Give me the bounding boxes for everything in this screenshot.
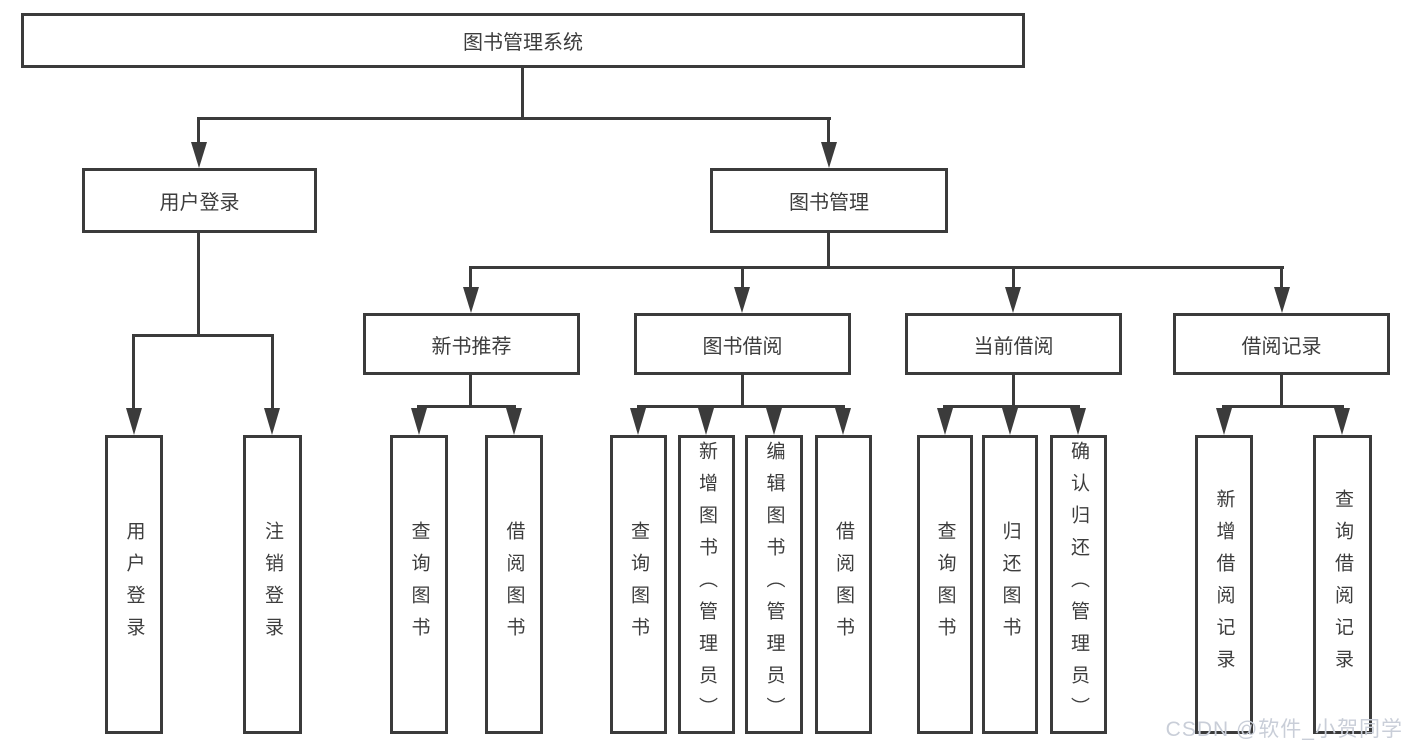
connector-to-borrow-record [1280,266,1283,290]
leaf-confirm-return-admin: 确认归还（管理员） [1050,435,1107,734]
node-borrow-record: 借阅记录 [1173,313,1390,375]
connector-root-stub [521,68,524,120]
arrowhead-to-recommend [463,287,479,313]
connector-mgmt-stub [827,233,830,269]
leaf-borrow-query-book: 查询图书 [610,435,667,734]
connector-to-book-borrow [741,266,744,290]
leaf-add-book-admin-label: 新增图书（管理员） [696,440,717,729]
connector-currentborrow-rail [943,405,1080,408]
leaf-user-login: 用户登录 [105,435,163,734]
arrowhead-bookborrow-query [630,408,646,435]
connector-to-leaf-logout [271,334,274,410]
connector-to-user-login [197,117,200,147]
leaf-recommend-query-book-label: 查询图书 [408,520,430,649]
node-current-borrow-label: 当前借阅 [973,335,1054,358]
arrowhead-to-current-borrow [1005,287,1021,313]
connector-recommend-stub [469,375,472,408]
arrowhead-bookborrow-borrow [835,408,851,435]
arrowhead-bookborrow-add [698,408,714,435]
connector-to-current-borrow [1012,266,1015,290]
connector-root-rail [197,117,831,120]
leaf-borrow-query-book-label: 查询图书 [628,520,649,649]
arrowhead-bookborrow-edit [766,408,782,435]
connector-bookborrow-stub [741,375,744,408]
arrowhead-to-book-borrow [734,287,750,313]
arrowhead-recommend-query [411,408,427,435]
arrowhead-to-user-login [191,142,207,168]
connector-login-stub [197,233,200,337]
arrowhead-to-book-management [821,142,837,168]
leaf-logout-label: 注销登录 [262,520,283,649]
node-book-management: 图书管理 [710,168,948,233]
arrowhead-to-borrow-record [1274,287,1290,313]
arrowhead-recommend-borrow [506,408,522,435]
leaf-return-book-label: 归还图书 [999,520,1021,649]
root-node: 图书管理系统 [21,13,1025,68]
leaf-add-borrow-record: 新增借阅记录 [1195,435,1253,734]
connector-to-leaf-user-login [132,334,135,410]
leaf-user-login-label: 用户登录 [123,520,145,649]
arrowhead-record-query [1334,408,1350,435]
leaf-borrow-book: 借阅图书 [815,435,872,734]
arrowhead-record-add [1216,408,1232,435]
root-node-label: 图书管理系统 [463,32,583,54]
node-book-borrow: 图书借阅 [634,313,851,375]
node-book-borrow-label: 图书借阅 [702,335,783,358]
leaf-edit-book-admin: 编辑图书（管理员） [745,435,803,734]
leaf-current-query-book: 查询图书 [917,435,973,734]
node-borrow-record-label: 借阅记录 [1241,335,1322,358]
leaf-return-book: 归还图书 [982,435,1038,734]
node-book-management-label: 图书管理 [789,192,869,214]
connector-bookborrow-rail [637,405,845,408]
leaf-logout: 注销登录 [243,435,302,734]
connector-to-book-management [827,117,830,147]
connector-login-rail [132,334,274,337]
leaf-add-borrow-record-label: 新增借阅记录 [1213,488,1235,681]
leaf-recommend-borrow-book-label: 借阅图书 [503,520,525,649]
leaf-add-book-admin: 新增图书（管理员） [678,435,735,734]
leaf-current-query-book-label: 查询图书 [934,520,956,649]
leaf-edit-book-admin-label: 编辑图书（管理员） [763,440,785,729]
leaf-borrow-book-label: 借阅图书 [833,520,854,649]
connector-record-stub [1280,375,1283,408]
node-new-book-recommend: 新书推荐 [363,313,580,375]
connector-mgmt-rail [469,266,1284,269]
node-user-login-label: 用户登录 [159,192,240,214]
arrowhead-current-confirm [1070,408,1086,435]
leaf-recommend-borrow-book: 借阅图书 [485,435,543,734]
arrowhead-leaf-logout [264,408,280,435]
leaf-query-borrow-record-label: 查询借阅记录 [1332,488,1353,681]
leaf-query-borrow-record: 查询借阅记录 [1313,435,1372,734]
arrowhead-leaf-user-login [126,408,142,435]
connector-recommend-rail [417,405,516,408]
connector-currentborrow-stub [1012,375,1015,408]
connector-record-rail [1222,405,1344,408]
arrowhead-current-query [937,408,953,435]
node-new-book-recommend-label: 新书推荐 [431,335,512,358]
arrowhead-current-return [1002,408,1018,435]
leaf-confirm-return-admin-label: 确认归还（管理员） [1068,440,1089,729]
csdn-watermark: CSDN @软件_小贺同学 [1165,718,1403,741]
connector-to-recommend [469,266,472,290]
node-user-login: 用户登录 [82,168,317,233]
node-current-borrow: 当前借阅 [905,313,1122,375]
leaf-recommend-query-book: 查询图书 [390,435,448,734]
